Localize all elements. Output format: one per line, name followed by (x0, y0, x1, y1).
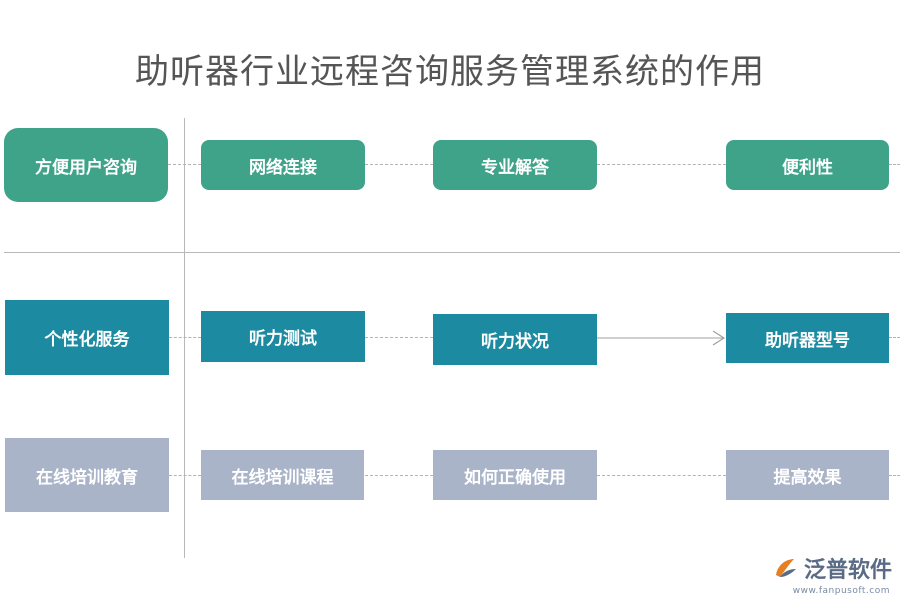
logo-url: www.fanpusoft.com (792, 586, 890, 596)
connector (365, 475, 433, 476)
connector (169, 337, 201, 338)
page-title: 助听器行业远程咨询服务管理系统的作用 (135, 52, 765, 92)
item-professional-answers: 专业解答 (433, 140, 597, 190)
vertical-divider (184, 118, 185, 558)
logo-text: 泛普软件 (803, 558, 892, 583)
category-convenient-consulting: 方便用户咨询 (4, 128, 168, 202)
connector (889, 475, 900, 476)
category-online-training: 在线培训教育 (5, 438, 169, 512)
connector (168, 164, 201, 165)
connector (889, 337, 900, 338)
connector (889, 164, 900, 165)
item-hearing-aid-model: 助听器型号 (726, 313, 889, 363)
item-convenience: 便利性 (726, 140, 889, 190)
item-correct-usage: 如何正确使用 (433, 450, 597, 500)
item-hearing-status: 听力状况 (433, 314, 597, 365)
arrow-right-icon (597, 330, 726, 346)
connector (365, 164, 433, 165)
category-personalized-service: 个性化服务 (5, 300, 169, 375)
horizontal-divider (4, 252, 900, 253)
connector (597, 475, 726, 476)
item-online-courses: 在线培训课程 (201, 450, 364, 500)
fanpu-logo-icon (775, 559, 796, 577)
brand-logo: 泛普软件 (772, 552, 892, 584)
connector (597, 164, 726, 165)
connector (169, 475, 201, 476)
item-improve-effect: 提高效果 (726, 450, 889, 500)
connector (365, 337, 433, 338)
item-hearing-test: 听力测试 (201, 311, 365, 362)
item-network-connection: 网络连接 (201, 140, 365, 190)
